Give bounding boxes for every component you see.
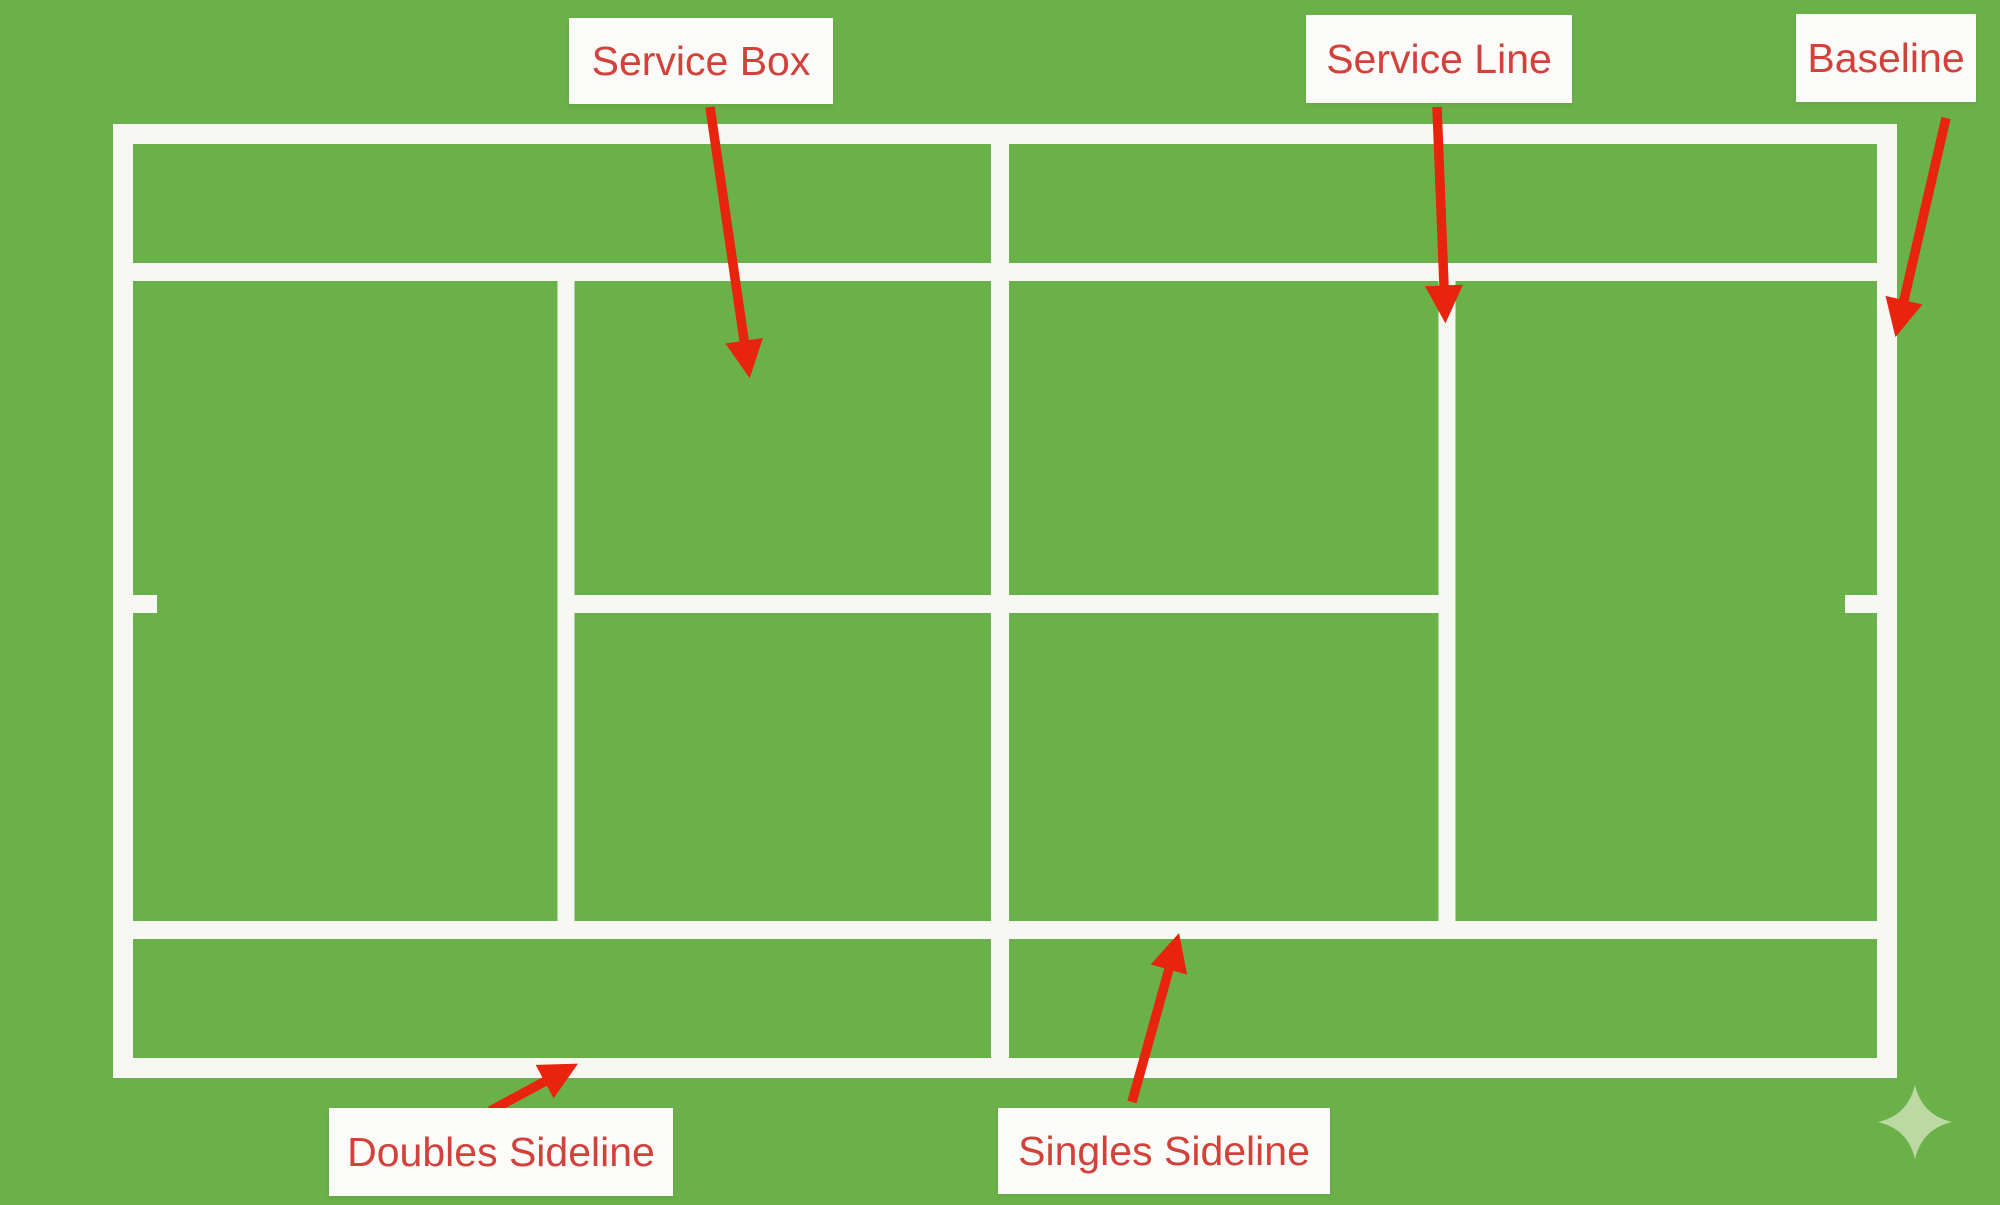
service-line-arrow bbox=[1424, 106, 1463, 324]
singles-sideline-arrow bbox=[1127, 933, 1188, 1104]
service-line-label: Service Line bbox=[1306, 15, 1572, 103]
doubles-sideline-arrow bbox=[487, 1063, 579, 1116]
baseline-arrow bbox=[1885, 116, 1951, 338]
service-box-arrow bbox=[705, 106, 763, 379]
service-box-label: Service Box bbox=[569, 18, 833, 104]
baseline-label: Baseline bbox=[1796, 14, 1976, 102]
doubles-sideline-label: Doubles Sideline bbox=[329, 1108, 673, 1196]
sparkle-icon bbox=[1878, 1085, 1952, 1159]
singles-sideline-label: Singles Sideline bbox=[998, 1108, 1330, 1194]
